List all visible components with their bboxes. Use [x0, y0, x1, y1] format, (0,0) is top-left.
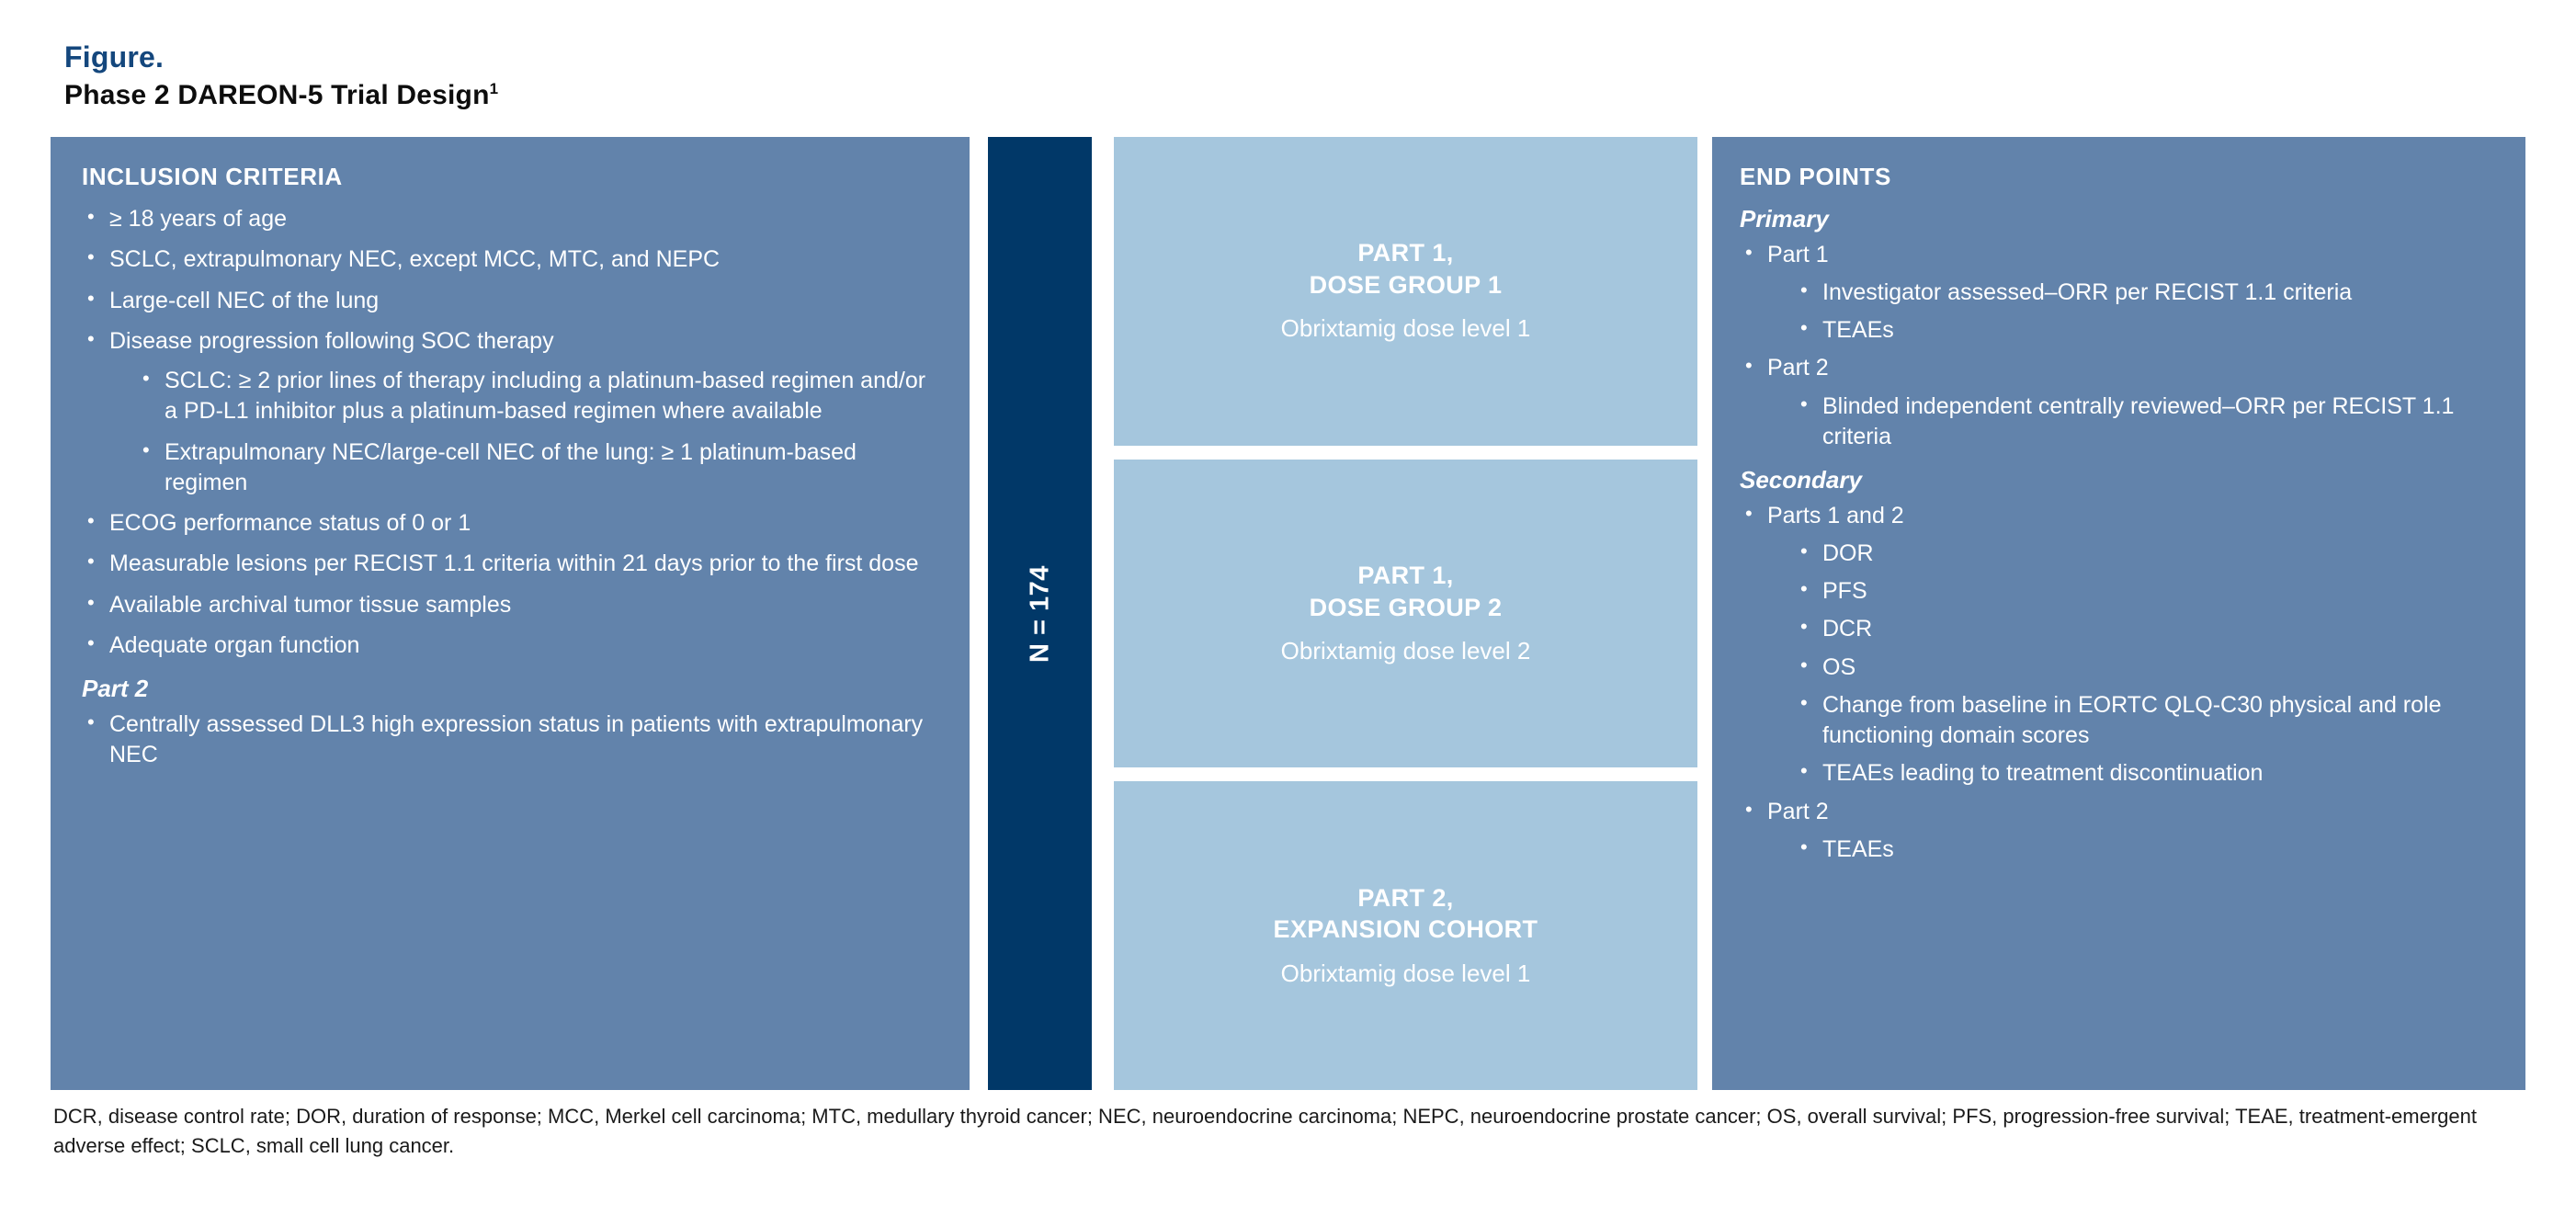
list-item: DCR — [1795, 613, 2502, 644]
list-item-label: Disease progression following SOC therap… — [109, 327, 554, 354]
arm-subtitle: Obrixtamig dose level 1 — [1280, 959, 1531, 987]
list-item-label: Part 2 — [1767, 355, 1829, 381]
list-item: ECOG performance status of 0 or 1 — [82, 507, 938, 539]
primary-endpoints-list: Part 1 Investigator assessed–ORR per REC… — [1740, 239, 2502, 453]
list-item: DOR — [1795, 538, 2502, 569]
list-item: Extrapulmonary NEC/large-cell NEC of the… — [137, 437, 938, 499]
arm-box-part1-dose-group-2: PART 1, DOSE GROUP 2 Obrixtamig dose lev… — [1114, 459, 1697, 768]
list-item: Part 2 TEAEs — [1740, 796, 2502, 866]
list-item: Blinded independent centrally reviewed–O… — [1795, 391, 2502, 453]
primary-endpoints-sublist: Blinded independent centrally reviewed–O… — [1767, 391, 2502, 453]
secondary-endpoints-sublist: TEAEs — [1767, 834, 2502, 865]
list-item: Adequate organ function — [82, 630, 938, 661]
list-item: Parts 1 and 2 DOR PFS DCR OS Change from… — [1740, 500, 2502, 789]
arm-box-part1-dose-group-1: PART 1, DOSE GROUP 1 Obrixtamig dose lev… — [1114, 137, 1697, 446]
arm-subtitle: Obrixtamig dose level 1 — [1280, 314, 1531, 343]
list-item: TEAEs leading to treatment discontinuati… — [1795, 757, 2502, 789]
end-points-heading: END POINTS — [1740, 163, 1891, 190]
inclusion-part2-heading: Part 2 — [82, 675, 149, 703]
list-item: TEAEs — [1795, 314, 2502, 346]
secondary-endpoints-list: Parts 1 and 2 DOR PFS DCR OS Change from… — [1740, 500, 2502, 866]
list-item: Large-cell NEC of the lung — [82, 285, 938, 316]
inclusion-criteria-list: ≥ 18 years of age SCLC, extrapulmonary N… — [82, 203, 938, 661]
enrollment-count-label: N = 174 — [1025, 564, 1054, 663]
list-item: TEAEs — [1795, 834, 2502, 865]
list-item-label: Part 2 — [1767, 798, 1829, 824]
arm-title: PART 1, DOSE GROUP 1 — [1309, 239, 1503, 299]
inclusion-criteria-panel: INCLUSION CRITERIA ≥ 18 years of age SCL… — [51, 137, 970, 1090]
arm-title: PART 2, EXPANSION COHORT — [1273, 883, 1538, 944]
figure-subtitle: Phase 2 DAREON-5 Trial Design1 — [64, 79, 1351, 112]
list-item: Part 2 Blinded independent centrally rev… — [1740, 352, 2502, 453]
figure-subtitle-superscript: 1 — [489, 79, 499, 97]
list-item: Available archival tumor tissue samples — [82, 589, 938, 620]
arm-box-part2-expansion-cohort: PART 2, EXPANSION COHORT Obrixtamig dose… — [1114, 781, 1697, 1091]
list-item: Centrally assessed DLL3 high expression … — [82, 709, 938, 771]
list-item: PFS — [1795, 575, 2502, 607]
inclusion-criteria-heading: INCLUSION CRITERIA — [82, 163, 343, 190]
treatment-arms-column: PART 1, DOSE GROUP 1 Obrixtamig dose lev… — [1114, 137, 1697, 1091]
end-points-panel: END POINTS Primary Part 1 Investigator a… — [1712, 137, 2525, 1090]
secondary-endpoints-heading: Secondary — [1740, 466, 1862, 494]
list-item: SCLC, extrapulmonary NEC, except MCC, MT… — [82, 244, 938, 275]
list-item: ≥ 18 years of age — [82, 203, 938, 234]
secondary-endpoints-sublist: DOR PFS DCR OS Change from baseline in E… — [1767, 538, 2502, 789]
list-item: OS — [1795, 652, 2502, 683]
arm-subtitle: Obrixtamig dose level 2 — [1280, 637, 1531, 665]
list-item: Part 1 Investigator assessed–ORR per REC… — [1740, 239, 2502, 346]
enrollment-bar: N = 174 — [988, 137, 1092, 1090]
list-item: SCLC: ≥ 2 prior lines of therapy includi… — [137, 365, 938, 427]
list-item: Disease progression following SOC therap… — [82, 325, 938, 499]
primary-endpoints-heading: Primary — [1740, 205, 1829, 233]
figure-subtitle-text: Phase 2 DAREON-5 Trial Design — [64, 79, 490, 110]
primary-endpoints-sublist: Investigator assessed–ORR per RECIST 1.1… — [1767, 277, 2502, 346]
inclusion-criteria-sublist: SCLC: ≥ 2 prior lines of therapy includi… — [109, 365, 938, 499]
list-item: Measurable lesions per RECIST 1.1 criter… — [82, 548, 938, 579]
abbreviations-footnote: DCR, disease control rate; DOR, duration… — [53, 1105, 2477, 1157]
figure-title-block: Figure. Phase 2 DAREON-5 Trial Design1 — [64, 40, 1351, 112]
list-item: Change from baseline in EORTC QLQ-C30 ph… — [1795, 689, 2502, 752]
list-item: Investigator assessed–ORR per RECIST 1.1… — [1795, 277, 2502, 308]
arm-title: PART 1, DOSE GROUP 2 — [1309, 562, 1503, 621]
list-item-label: Parts 1 and 2 — [1767, 502, 1904, 528]
inclusion-part2-list: Centrally assessed DLL3 high expression … — [82, 709, 938, 771]
trial-design-diagram: INCLUSION CRITERIA ≥ 18 years of age SCL… — [0, 137, 2576, 1091]
figure-label: Figure. — [64, 40, 165, 74]
list-item-label: Part 1 — [1767, 241, 1829, 267]
